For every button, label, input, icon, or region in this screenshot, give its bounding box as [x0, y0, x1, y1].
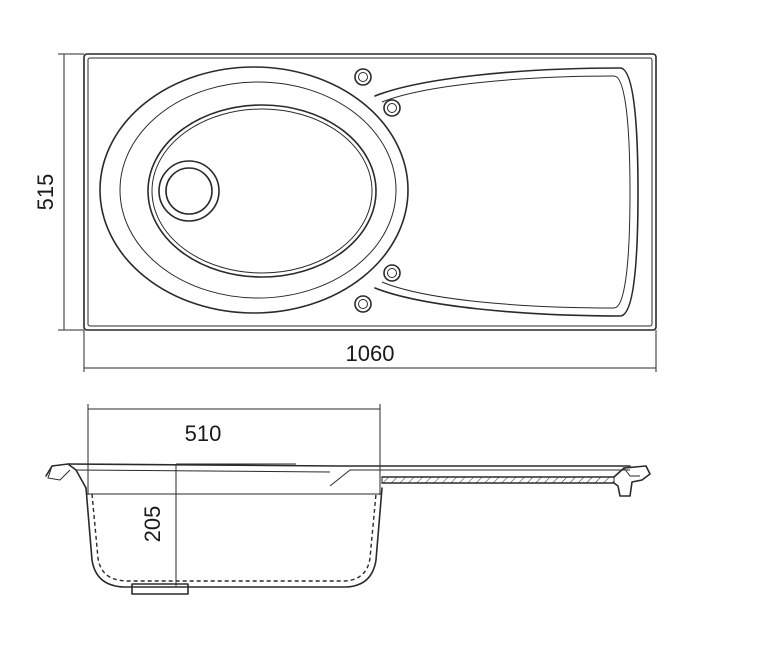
bowl-depth-label: 205: [140, 506, 165, 543]
width-dimension: 1060: [83, 330, 657, 372]
tap-hole: [354, 295, 372, 313]
drainboard-inner-outline: [381, 75, 631, 309]
depth-dimension: 515: [33, 53, 84, 331]
bowl-width-dimension: 510: [87, 404, 381, 495]
left-rim-lip: [45, 463, 87, 489]
bowl-depth-dimension: 205: [140, 463, 296, 586]
depth-label: 515: [33, 174, 58, 211]
top-view: 515 1060: [33, 53, 657, 372]
bowl-basin: [147, 104, 377, 278]
right-rim-lip: [613, 465, 651, 497]
bowl-wall-outer: [85, 487, 383, 588]
bowl-outer-ring: [99, 66, 409, 314]
drain-inner: [165, 167, 213, 215]
tap-hole: [383, 99, 401, 117]
drainboard-outer-outline: [374, 67, 639, 317]
drain-outer: [158, 160, 220, 222]
bowl-width-label: 510: [185, 421, 222, 446]
bowl-basin-inner: [151, 108, 373, 274]
sink-top-surface: [67, 463, 631, 467]
drainboard-section: [381, 476, 615, 484]
tap-hole: [354, 68, 372, 86]
drain-fitting: [131, 583, 189, 595]
bowl-mid-ring: [119, 81, 397, 299]
sink-outer-rim: [83, 53, 657, 331]
sink-inner-rim: [87, 57, 653, 327]
tap-hole: [383, 264, 401, 282]
side-section-view: 510 205: [45, 404, 651, 595]
width-label: 1060: [346, 341, 395, 366]
bowl-wall-inner: [91, 493, 377, 582]
